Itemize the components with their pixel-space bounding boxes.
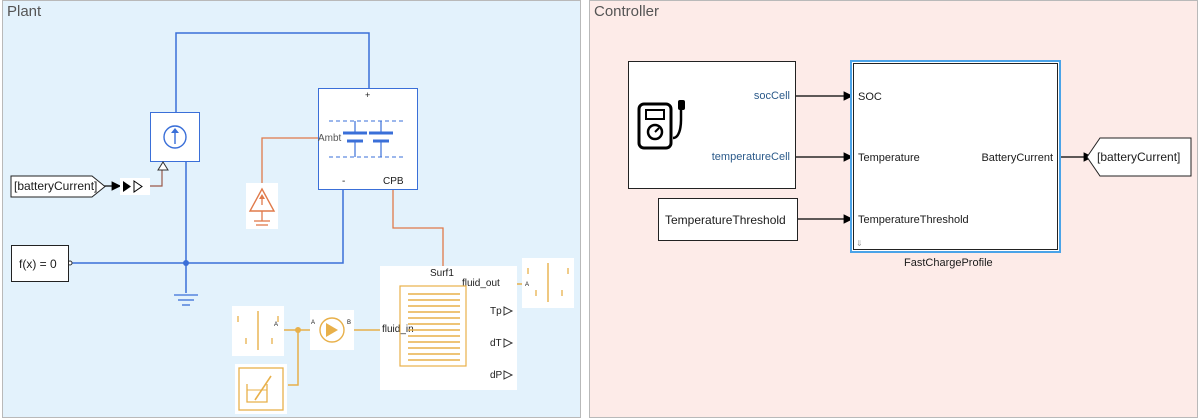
threshold-constant-label: TemperatureThreshold [665, 213, 786, 227]
fcp-input-temperature: Temperature [858, 152, 920, 164]
battery-minus-port: - [342, 176, 346, 187]
pump-icon [319, 317, 345, 343]
fcp-name-label: FastChargeProfile [904, 257, 993, 269]
cooling-in-port: fluid_in [382, 324, 414, 335]
controlled-current-source[interactable] [150, 112, 200, 162]
from-tag-label: [batteryCurrent] [14, 179, 98, 193]
fast-charge-profile-block[interactable]: SOC Temperature TemperatureThreshold Bat… [850, 60, 1061, 253]
simulink-ps-converter[interactable] [120, 178, 150, 195]
goto-tag-shape [1086, 137, 1192, 177]
reservoir-icon [527, 263, 569, 302]
converter-arrow-icon [123, 180, 143, 193]
outlet-reservoir-block[interactable]: A [522, 258, 574, 308]
thermal-wires[interactable] [261, 137, 444, 266]
cooling-surf-port: Surf1 [430, 268, 454, 279]
pump-block[interactable]: A B [310, 310, 354, 350]
electrical-reference-icon[interactable] [174, 294, 198, 306]
junction-dot [183, 260, 189, 266]
fcp-input-threshold: TemperatureThreshold [858, 214, 969, 226]
inlet-reservoir-port: A [274, 322, 279, 328]
cooling-output-dp: dP [490, 370, 503, 381]
goto-tag-label: [batteryCurrent] [1097, 150, 1181, 164]
sensor-output-soc: socCell [753, 90, 790, 102]
current-source-input-port [157, 161, 169, 171]
outlet-reservoir-port: A [525, 282, 530, 288]
temperature-threshold-constant[interactable]: TemperatureThreshold [658, 198, 798, 241]
fcp-input-soc: SOC [858, 91, 882, 103]
from-tag-shape [10, 175, 106, 198]
signal-wire-converter[interactable] [149, 168, 163, 187]
from-tag-block[interactable]: [batteryCurrent] [10, 175, 106, 198]
current-source-icon [163, 125, 187, 149]
fluid-properties-block[interactable] [235, 364, 287, 414]
temperature-source-icon [248, 187, 276, 226]
battery-block[interactable]: + Ambt - CPB [318, 88, 418, 190]
fcp-output-battery-current: BatteryCurrent [981, 152, 1053, 164]
plant-area-title: Plant [7, 3, 42, 20]
pump-port-a: A [311, 320, 316, 326]
cooling-output-tp: Tp [490, 306, 502, 317]
goto-tag-block[interactable]: [batteryCurrent] [1086, 137, 1192, 177]
fluid-junction-dot [295, 327, 301, 333]
ambient-temperature-source[interactable] [246, 183, 278, 229]
cooling-plate-channels-icon [399, 285, 514, 380]
fluid-properties-icon [238, 367, 284, 411]
cooling-plate-block[interactable]: Surf1 fluid_out fluid_in Tp dT dP [380, 266, 517, 390]
solver-label: f(x) = 0 [19, 257, 57, 271]
cooling-output-dt: dT [490, 338, 502, 349]
battery-sensor-subsystem[interactable]: socCell temperatureCell [628, 61, 796, 189]
controller-area-title: Controller [594, 3, 660, 20]
battery-plus-port: + [365, 90, 371, 100]
inlet-reservoir-block[interactable]: A [232, 306, 284, 356]
electrical-wires[interactable] [70, 32, 370, 293]
subsystem-arrow-icon: ⇓ [856, 239, 863, 248]
reservoir-icon [237, 311, 279, 350]
multimeter-icon [637, 100, 685, 150]
solver-configuration-block[interactable]: f(x) = 0 [11, 245, 69, 282]
cooling-out-port: fluid_out [462, 278, 500, 289]
battery-ambient-port: Ambt [318, 133, 342, 144]
fast-charge-profile-frame [853, 63, 1058, 250]
sensor-output-temperature: temperatureCell [711, 151, 790, 163]
pump-port-b: B [347, 320, 352, 326]
battery-name-label: CPB [383, 176, 404, 187]
battery-cells-icon [329, 120, 405, 158]
